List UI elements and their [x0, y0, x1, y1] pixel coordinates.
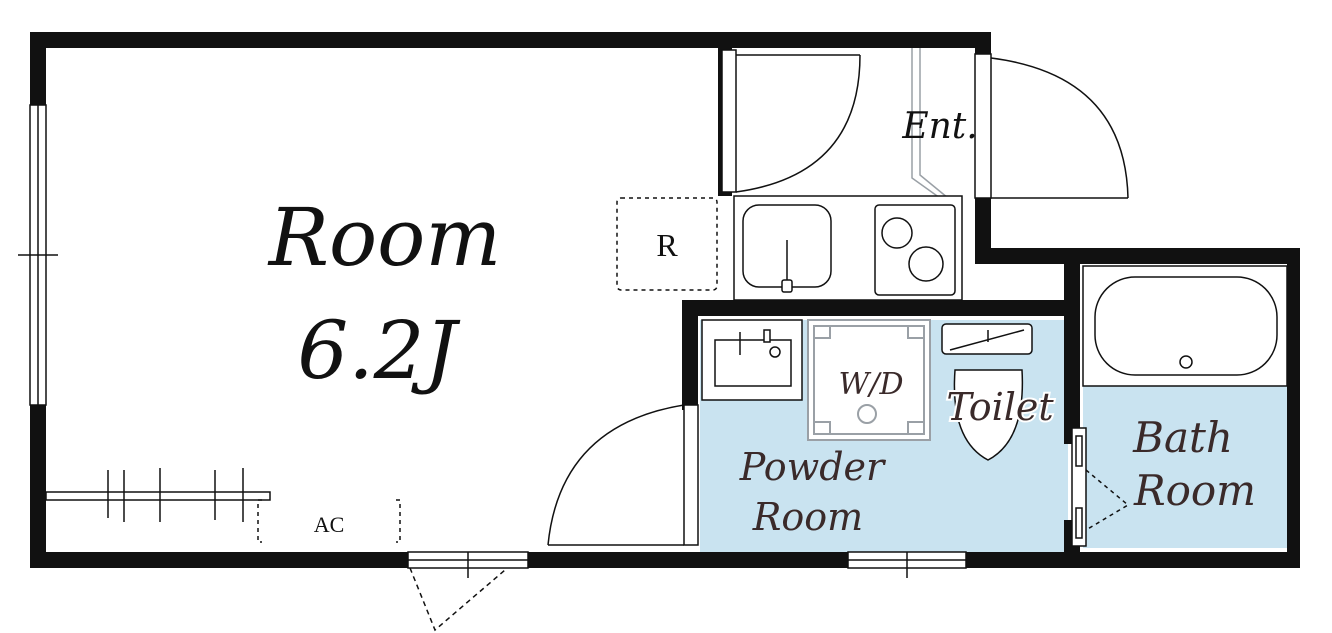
closet-rail: [45, 468, 271, 522]
toilet-fixture: [941, 323, 1033, 461]
main-room-name: Room: [267, 191, 501, 284]
powder-room-label-line1: Powder: [739, 445, 887, 489]
entrance-step: [911, 48, 949, 199]
washer-dryer-label: W/D: [839, 367, 904, 402]
bath-room-label-line2: Room: [1133, 466, 1256, 515]
vanity-sink: [701, 319, 803, 401]
ac-outline: [257, 499, 401, 543]
refrigerator-outline: [616, 197, 718, 291]
kitchen-counter: [733, 195, 963, 301]
bath-door: [1071, 427, 1130, 547]
toilet-label: Toilet: [946, 385, 1054, 429]
main-room-size: 6.2J: [297, 304, 460, 397]
left-window: [18, 104, 58, 406]
ac-label: AC: [314, 512, 345, 537]
powder-room-label-line2: Room: [752, 495, 863, 539]
powder-door: [547, 404, 699, 546]
refrigerator-label: R: [656, 227, 678, 263]
bathtub: [1082, 265, 1288, 387]
bath-room-label-line1: Bath: [1132, 413, 1233, 462]
entrance-label: Ent.: [901, 106, 977, 147]
washer-dryer-pan: [807, 319, 931, 441]
bottom-window-powder: [847, 551, 967, 578]
entrance-door: [974, 53, 1129, 199]
inner-door: [721, 49, 861, 193]
bottom-window-room: [407, 551, 529, 632]
